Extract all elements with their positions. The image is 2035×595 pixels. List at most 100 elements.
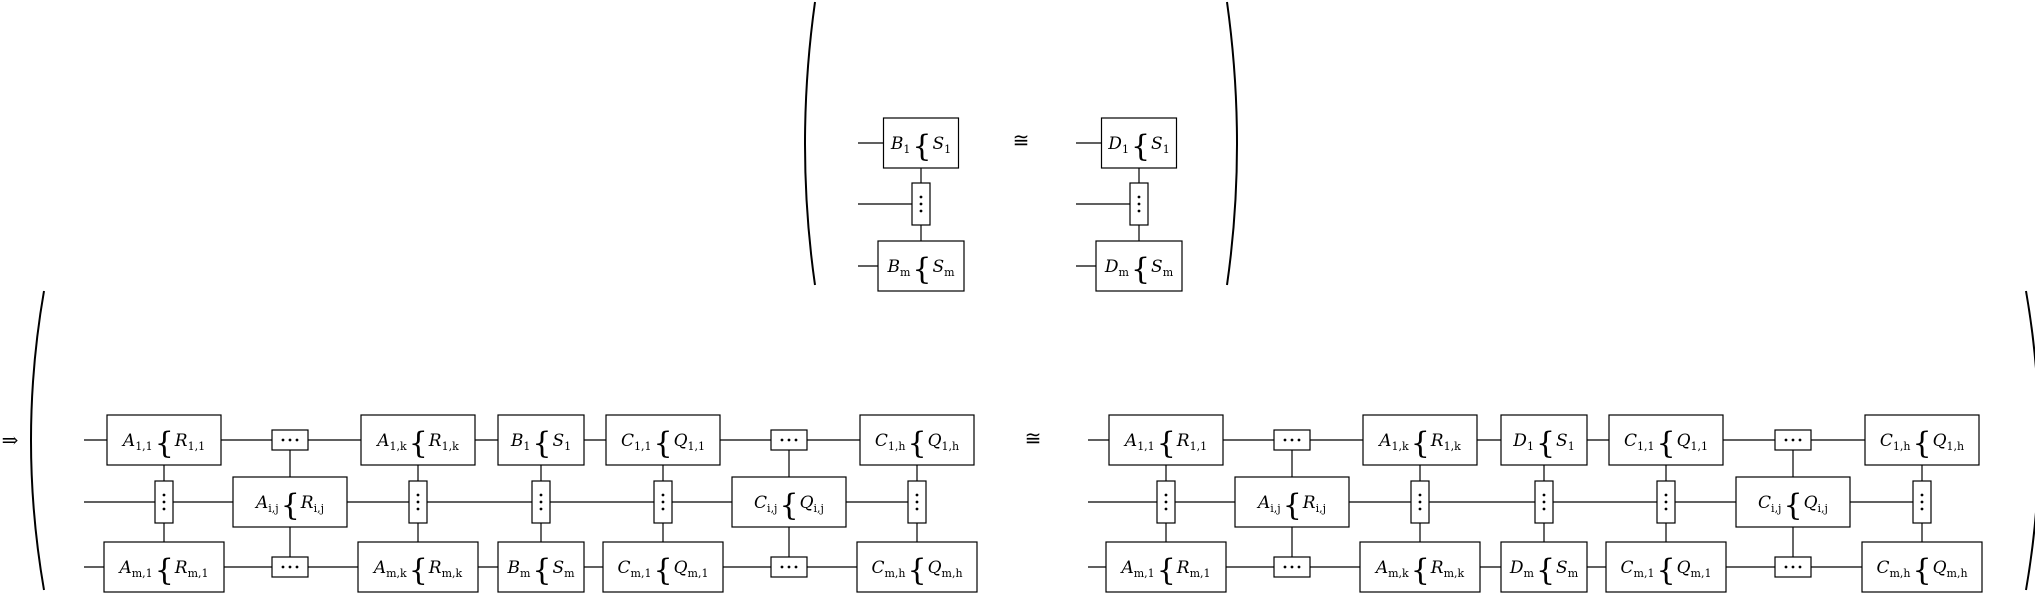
gate-ellipsis (1774, 556, 1812, 578)
dot (1798, 565, 1802, 569)
dot (1297, 565, 1301, 569)
dot (416, 507, 420, 511)
gate-label: Dm{Sm (1104, 252, 1174, 287)
bottom-right-side-column-3: A1,k{R1,kAm,k{Rm,k (1359, 414, 1481, 593)
top-left-paren (804, 1, 816, 286)
dot (794, 565, 798, 569)
gate-vdots (1912, 480, 1932, 524)
dot (915, 493, 919, 497)
gate-A-1,1: A1,1{R1,1 (106, 414, 222, 466)
dot (1920, 493, 1924, 497)
dot (661, 500, 665, 504)
bottom-left-side-column-2: Ai,j{Ri,j (232, 429, 348, 578)
gate-label: Cm,1{Qm,1 (1621, 553, 1712, 588)
gate-label: Am,k{Rm,k (372, 553, 463, 588)
gate-box (232, 476, 348, 528)
top-iso-symbol: ≅ (1013, 128, 1030, 152)
gate-box (357, 541, 479, 593)
gate-C-1,h: C1,h{Q1,h (1864, 414, 1980, 466)
gate-box (1095, 240, 1183, 292)
gate-vdots (1534, 480, 1554, 524)
gate-C-1,1: C1,1{Q1,1 (1608, 414, 1724, 466)
gate-box (1100, 117, 1178, 169)
bottom-right-side-column-7: C1,h{Q1,hCm,h{Qm,h (1861, 414, 1983, 593)
dot (1418, 500, 1422, 504)
gate-bottom: Dm{Sm (1095, 240, 1183, 292)
bottom-left-side-column-5: C1,1{Q1,1Cm,1{Qm,1 (602, 414, 724, 593)
gate-box (1861, 541, 1983, 593)
dot (1297, 438, 1301, 442)
dot (1542, 500, 1546, 504)
gate-A-m,k: Am,k{Rm,k (1359, 541, 1481, 593)
gate-A-m,1: Am,1{Rm,1 (1105, 541, 1227, 593)
dot (919, 209, 923, 213)
dot (1542, 493, 1546, 497)
bottom-diagram: A1,1{R1,1Am,1{Rm,1Ai,j{Ri,jA1,k{R1,kAm,k… (84, 414, 1983, 593)
gate-box (1500, 414, 1588, 466)
dot (539, 493, 543, 497)
dot (1791, 438, 1795, 442)
dot (919, 202, 923, 206)
gate-ellipsis (1774, 429, 1812, 451)
dot (162, 507, 166, 511)
dot (1920, 500, 1924, 504)
bottom-right-side-column-5: C1,1{Q1,1Cm,1{Qm,1 (1605, 414, 1727, 593)
bottom-iso-symbol: ≅ (1025, 426, 1042, 450)
gate-C-m,1: Cm,1{Qm,1 (602, 541, 724, 593)
dot (416, 493, 420, 497)
gate-ellipsis (1273, 429, 1311, 451)
dot (1290, 565, 1294, 569)
gate-ellipsis (271, 556, 309, 578)
dot (1542, 507, 1546, 511)
gate-box (1234, 476, 1350, 528)
implies-symbol: ⇒ (2, 428, 19, 452)
gate-vdots (1656, 480, 1676, 524)
bottom-left-side: A1,1{R1,1Am,1{Rm,1Ai,j{Ri,jA1,k{R1,kAm,k… (84, 414, 978, 593)
gate-box (1500, 541, 1588, 593)
gate-label: Ci,j{Qi,j (1758, 488, 1828, 523)
dot (1920, 507, 1924, 511)
dot (1664, 500, 1668, 504)
dot (1290, 438, 1294, 442)
gate-B-1: B1{S1 (497, 414, 585, 466)
dot (919, 195, 923, 199)
gate-ellipsis (271, 429, 309, 451)
gate-top: D1{S1 (1100, 117, 1178, 169)
gate-C-i,j: Ci,j{Qi,j (1735, 476, 1851, 528)
gate-label: Cm,h{Qm,h (871, 553, 962, 588)
gate-box (859, 414, 975, 466)
gate-box (103, 541, 225, 593)
dot (794, 438, 798, 442)
gate-label: Cm,h{Qm,h (1876, 553, 1967, 588)
gate-box (1605, 541, 1727, 593)
dot (295, 565, 299, 569)
dot (281, 565, 285, 569)
top-right-paren (1226, 1, 1238, 286)
dot (1664, 493, 1668, 497)
dot (1798, 438, 1802, 442)
gate-C-m,h: Cm,h{Qm,h (856, 541, 978, 593)
dot (787, 438, 791, 442)
dot (1137, 202, 1141, 206)
gate-A-1,k: A1,k{R1,k (1362, 414, 1478, 466)
dot (915, 507, 919, 511)
gate-vdots (1156, 480, 1176, 524)
gate-label: D1{S1 (1107, 129, 1169, 164)
dot (539, 500, 543, 504)
gate-top: B1{S1 (882, 117, 960, 169)
gate-middle-vdots (1129, 182, 1149, 226)
gate-bottom: Bm{Sm (877, 240, 965, 292)
gate-label: C1,h{Q1,h (1880, 426, 1964, 461)
gate-label: A1,1{R1,1 (121, 426, 205, 461)
dot (162, 493, 166, 497)
bottom-right-side-column-1: A1,1{R1,1Am,1{Rm,1 (1105, 414, 1227, 593)
gate-C-1,1: C1,1{Q1,1 (605, 414, 721, 466)
bottom-left-side-column-3: A1,k{R1,kAm,k{Rm,k (357, 414, 479, 593)
dot (1164, 507, 1168, 511)
gate-label: C1,1{Q1,1 (1624, 426, 1708, 461)
gate-A-i,j: Ai,j{Ri,j (232, 476, 348, 528)
gate-ellipsis (1273, 556, 1311, 578)
gate-box (1362, 414, 1478, 466)
